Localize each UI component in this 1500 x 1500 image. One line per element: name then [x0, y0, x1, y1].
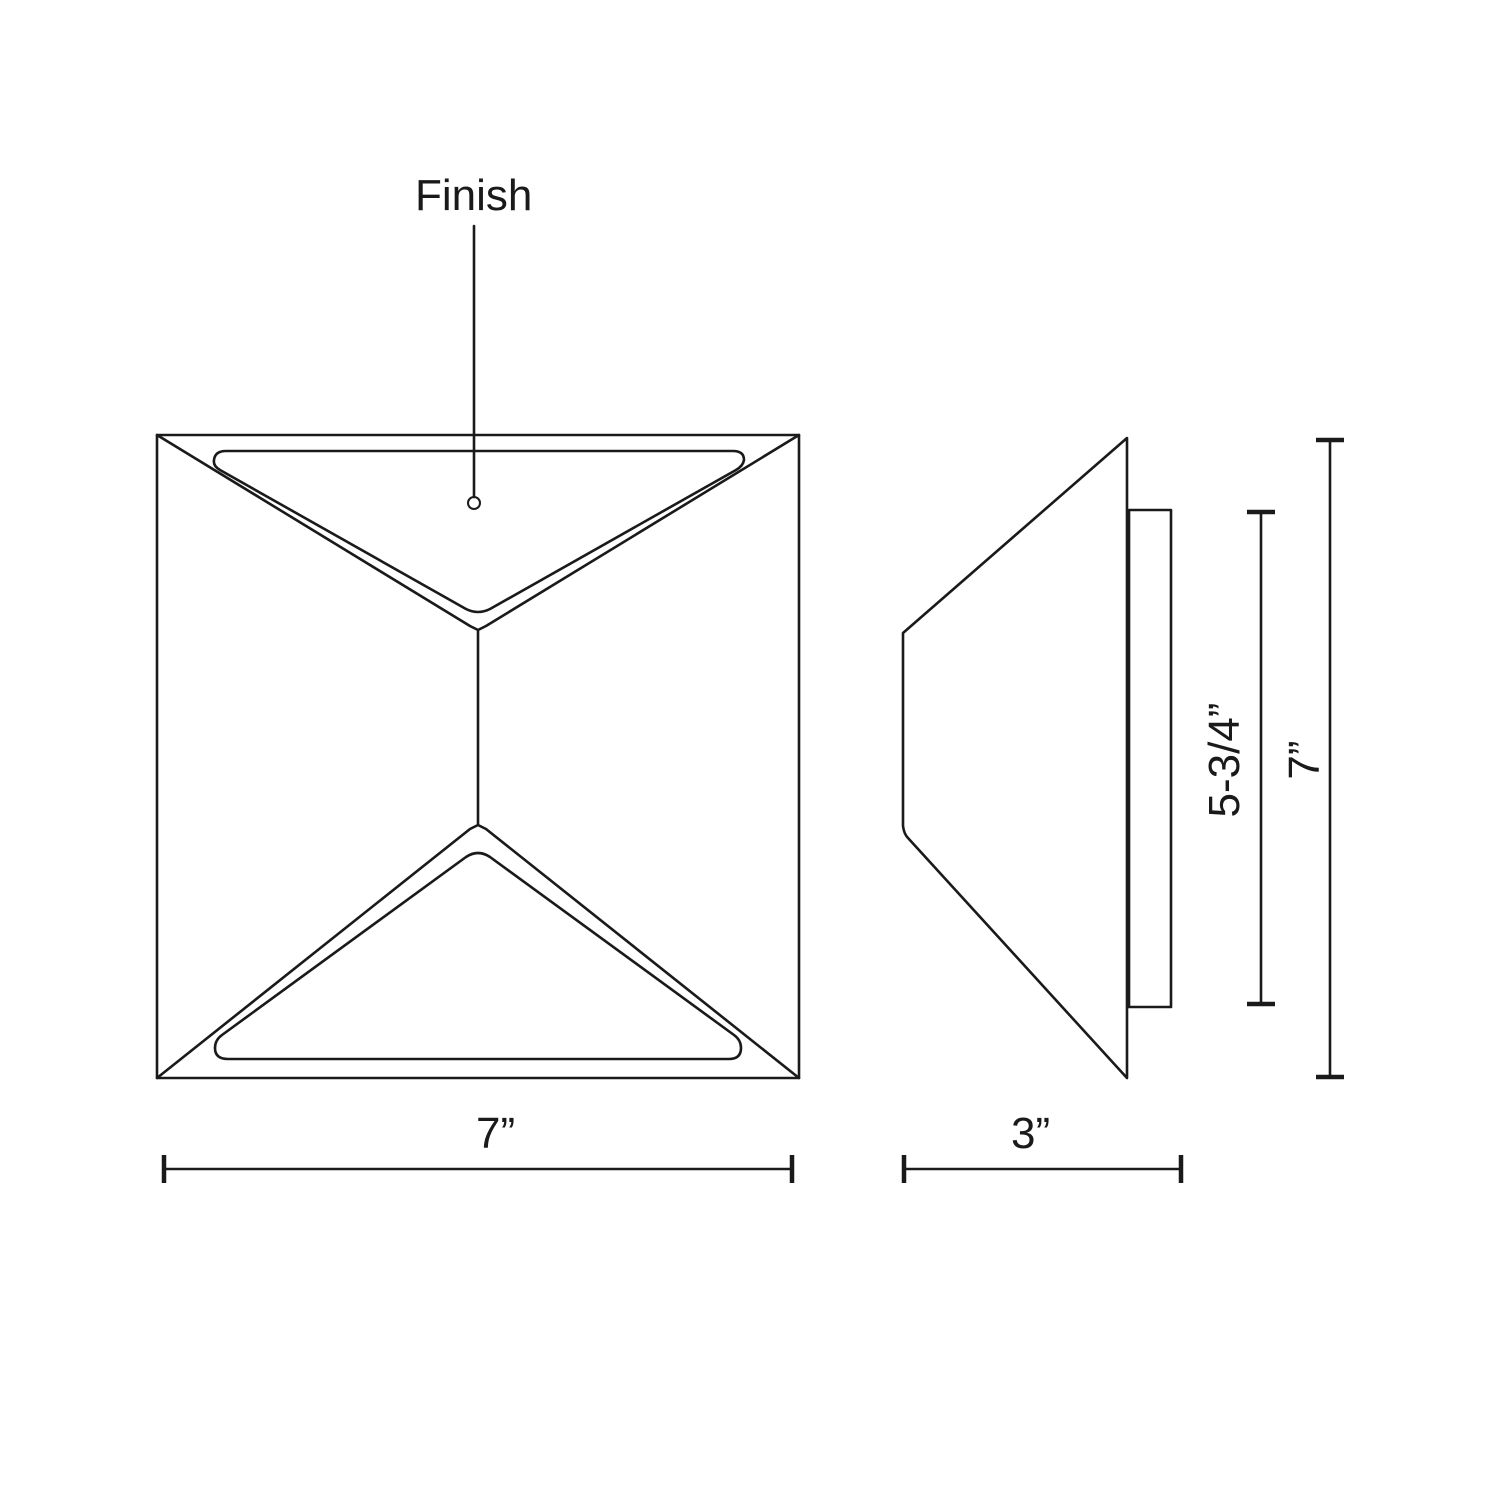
bottom-facet-edge	[155, 823, 801, 1080]
front-outline	[155, 433, 801, 1080]
top-facet-edge	[155, 433, 801, 632]
backplate-height-label: 5-3/4”	[1200, 702, 1249, 818]
side-view	[901, 436, 1173, 1080]
backplate	[1127, 508, 1173, 1009]
overall-height-label: 7”	[1280, 740, 1329, 780]
top-lens-outline	[212, 449, 746, 614]
bottom-lens-outline	[213, 851, 743, 1061]
dim-backplate-height	[1247, 509, 1275, 1007]
dim-side-depth	[901, 1155, 1184, 1183]
front-view	[155, 433, 801, 1080]
dim-front-width	[161, 1155, 795, 1183]
side-depth-label: 3”	[1011, 1109, 1051, 1158]
side-profile	[901, 436, 1129, 1080]
finish-callout-label: Finish	[415, 171, 533, 220]
finish-leader	[467, 224, 481, 510]
dim-overall-height	[1316, 437, 1344, 1080]
front-width-label: 7”	[476, 1109, 516, 1158]
